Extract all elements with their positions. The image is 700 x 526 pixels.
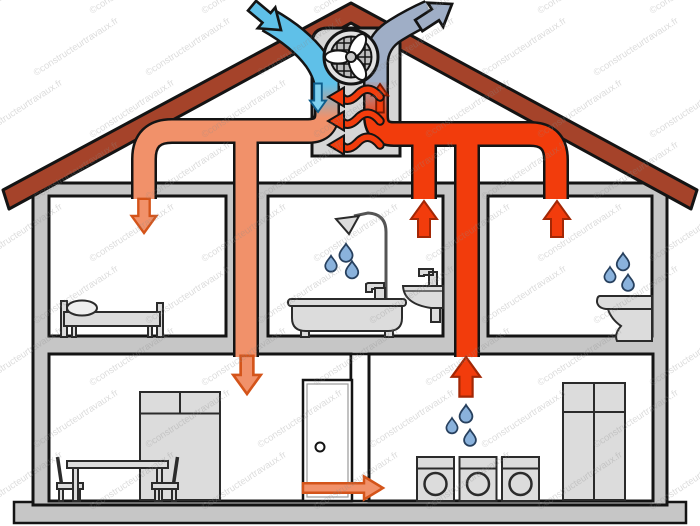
watermark-text: ©constructeurtravaux.fr [0,77,65,140]
watermark-text: ©constructeurtravaux.fr [648,77,700,140]
fan-icon [322,28,380,86]
wavy-arrow [326,108,385,133]
watermark-text: ©constructeurtravaux.fr [88,0,177,17]
watermark-text: ©constructeurtravaux.fr [648,0,700,17]
door-knob [314,441,326,453]
watermark-text: ©constructeurtravaux.fr [480,15,569,78]
washbasin-icon [401,268,444,323]
fan-hub [345,51,357,63]
watermark-text: ©constructeurtravaux.fr [144,15,233,78]
watermark-text: ©constructeurtravaux.fr [0,0,65,17]
washing-machines [416,456,540,502]
bed-icon [60,299,164,338]
door-icon [301,378,354,503]
watermark-text: ©constructeurtravaux.fr [32,15,121,78]
supply-duct-bedroom [133,113,338,199]
wavy-arrow [326,84,385,109]
wardrobe-icon [562,382,626,501]
washing-machine-icon [501,456,540,502]
roof [1,1,699,211]
heat-exchange-arrows [326,84,385,157]
toilet-icon [595,295,653,342]
bathtub-icon [287,282,407,338]
wavy-arrow [326,132,385,157]
chair-icon [151,456,180,502]
watermark-text: ©constructeurtravaux.fr [592,15,681,78]
washing-machine-icon [416,456,455,502]
watermark-text: ©constructeurtravaux.fr [536,0,625,17]
shower-icon [334,211,388,302]
washing-machine-icon [458,456,498,502]
pillow [66,299,98,317]
